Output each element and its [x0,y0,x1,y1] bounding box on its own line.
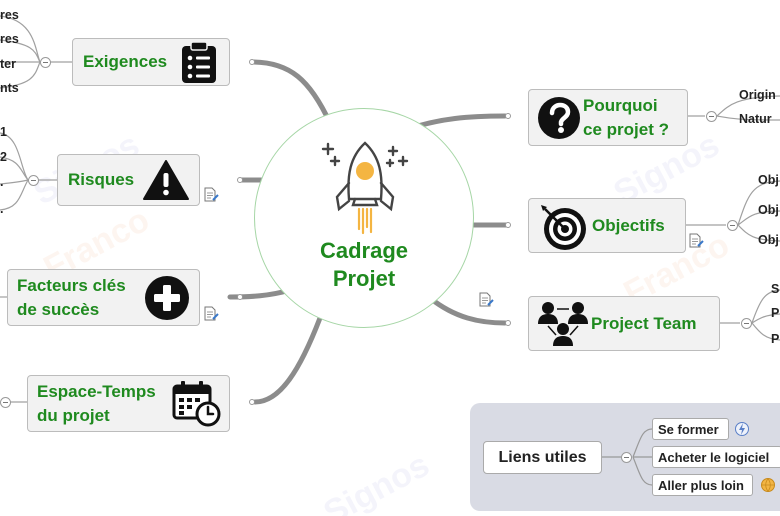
connection-dot [505,320,511,326]
collapse-toggle[interactable] [621,452,632,463]
collapse-toggle[interactable] [706,111,717,122]
objectifs-leaf[interactable]: Obj [758,173,779,187]
node-project-team[interactable]: Project Team [528,296,720,351]
connection-dot [249,399,255,405]
note-icon[interactable] [478,292,494,308]
lightning-link-icon[interactable] [734,420,750,438]
connection-dot [505,222,511,228]
rocket-icon [321,141,409,235]
objectifs-leaf[interactable]: Obj [758,203,779,217]
collapse-toggle[interactable] [28,175,39,186]
node-objectifs-label: Objectifs [592,215,665,235]
objectifs-leaf[interactable]: Obj [758,233,779,247]
node-espace-temps-label: Espace-Temps du projet [37,381,156,425]
warning-icon [143,160,189,200]
node-objectifs[interactable]: Objectifs [528,198,686,253]
pourquoi-leaf[interactable]: Origin [739,88,776,102]
team-leaf[interactable]: P [771,306,780,320]
node-pourquoi-label: Pourquoi ce projet ? [583,95,669,139]
collapse-toggle[interactable] [727,220,738,231]
connection-dot [249,59,255,65]
calendar-clock-icon [172,381,221,427]
target-icon [541,205,586,250]
clipboard-checklist-icon [182,41,216,83]
link-acheter-logiciel[interactable]: Acheter le logiciel [652,446,780,468]
link-aller-plus-loin[interactable]: Aller plus loin [652,474,753,496]
node-risques-label: Risques [68,170,135,189]
node-facteurs-cles[interactable]: Facteurs clés de succès [7,269,200,326]
node-pourquoi[interactable]: Pourquoi ce projet ? [528,89,688,146]
connection-dot [237,177,243,183]
note-icon[interactable] [203,306,219,322]
node-exigences[interactable]: Exigences [72,38,230,86]
node-risques[interactable]: Risques [57,154,200,206]
note-icon[interactable] [688,233,704,249]
connection-dot [237,294,243,300]
globe-link-icon[interactable] [760,477,776,493]
node-exigences-label: Exigences [83,52,168,71]
team-leaf[interactable]: S [771,282,780,296]
node-facteurs-cles-label: Facteurs clés de succès [17,275,126,319]
useful-links-title[interactable]: Liens utiles [483,441,602,474]
central-topic[interactable]: Cadrage Projet [254,108,474,328]
collapse-toggle[interactable] [40,57,51,68]
risques-leaf[interactable]: 2 [0,150,7,164]
connection-dot [505,113,511,119]
central-topic-title: Cadrage Projet [319,238,409,291]
collapse-toggle[interactable] [0,397,11,408]
plus-circle-icon [145,276,189,320]
exigences-leaf[interactable]: ter [0,57,16,71]
collapse-toggle[interactable] [741,318,752,329]
node-espace-temps[interactable]: Espace-Temps du projet [27,375,230,432]
risques-leaf[interactable]: . [0,202,4,216]
team-leaf[interactable]: P [771,332,780,346]
exigences-leaf[interactable]: res [0,32,19,46]
exigences-leaf[interactable]: res [0,8,19,22]
pourquoi-leaf[interactable]: Natur [739,112,772,126]
risques-leaf[interactable]: 1 [0,125,7,139]
risques-leaf[interactable]: . [0,175,4,189]
note-icon[interactable] [203,187,219,203]
exigences-leaf[interactable]: nts [0,81,19,95]
node-project-team-label: Project Team [591,313,697,333]
question-circle-icon [538,97,580,139]
team-icon [538,302,588,346]
link-se-former[interactable]: Se former [652,418,729,440]
